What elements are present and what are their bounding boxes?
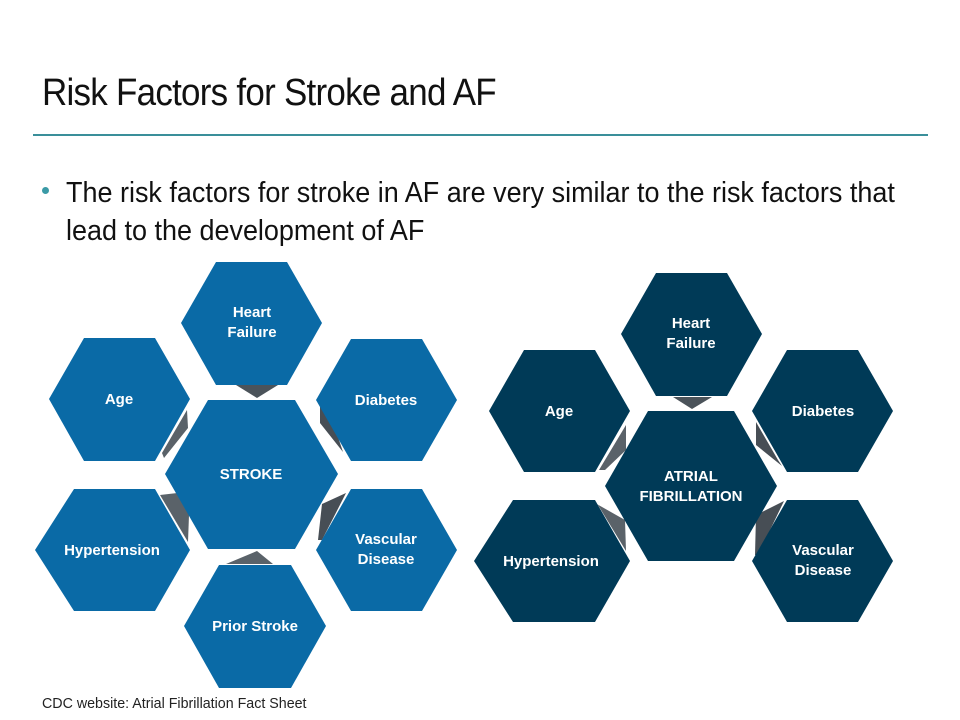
af-diagram: Heart Failure Age Diabetes ATRIAL FIBRIL… bbox=[474, 273, 893, 622]
hex-hypertension[interactable]: Hypertension bbox=[35, 489, 190, 611]
hex-label: Heart bbox=[672, 315, 710, 332]
hex-label: Heart bbox=[233, 304, 271, 321]
arrow-icon bbox=[226, 551, 273, 564]
arrow-icon bbox=[599, 425, 626, 470]
hex-label: Disease bbox=[795, 562, 852, 579]
stroke-diagram: Heart Failure Age Diabetes STROKE Hypert… bbox=[35, 262, 457, 688]
hex-heart-failure[interactable]: Heart Failure bbox=[181, 262, 322, 385]
hex-stroke-center[interactable]: STROKE bbox=[165, 400, 338, 549]
hex-label: Hypertension bbox=[64, 542, 160, 559]
arrow-icon bbox=[318, 493, 346, 540]
bullet-item: The risk factors for stroke in AF are ve… bbox=[66, 177, 895, 247]
hex-af-heart-failure[interactable]: Heart Failure bbox=[621, 273, 762, 396]
hex-label: Age bbox=[545, 403, 573, 420]
source-citation: CDC website: Atrial Fibrillation Fact Sh… bbox=[42, 695, 307, 712]
hex-label: Prior Stroke bbox=[212, 618, 298, 635]
arrow-icon bbox=[236, 385, 278, 398]
arrow-icon bbox=[756, 422, 782, 466]
hex-vascular-disease[interactable]: Vascular Disease bbox=[316, 489, 457, 611]
hex-label: Diabetes bbox=[792, 403, 855, 420]
arrow-icon bbox=[673, 397, 712, 409]
hex-label: Hypertension bbox=[503, 553, 599, 570]
hex-label: STROKE bbox=[220, 466, 283, 483]
hex-af-hypertension[interactable]: Hypertension bbox=[474, 500, 630, 622]
slide-title: Risk Factors for Stroke and AF bbox=[42, 72, 497, 114]
arrow-icon bbox=[595, 503, 626, 551]
hex-label: Failure bbox=[666, 335, 715, 352]
bullet-icon bbox=[42, 187, 49, 194]
hex-af-vascular-disease[interactable]: Vascular Disease bbox=[752, 500, 893, 622]
hex-prior-stroke[interactable]: Prior Stroke bbox=[184, 565, 326, 688]
hex-af-center[interactable]: ATRIAL FIBRILLATION bbox=[605, 411, 777, 561]
hex-label: ATRIAL bbox=[664, 468, 718, 485]
arrow-icon bbox=[162, 410, 188, 458]
hex-label: Vascular bbox=[355, 531, 417, 548]
arrow-icon bbox=[755, 501, 784, 555]
hex-label: Vascular bbox=[792, 542, 854, 559]
hex-label: Disease bbox=[358, 551, 415, 568]
hex-label: Diabetes bbox=[355, 392, 418, 409]
arrow-icon bbox=[160, 492, 189, 542]
hex-af-diabetes[interactable]: Diabetes bbox=[752, 350, 893, 472]
hex-label: FIBRILLATION bbox=[639, 488, 742, 505]
hex-af-age[interactable]: Age bbox=[489, 350, 630, 472]
hex-label: Failure bbox=[227, 324, 276, 341]
title-divider bbox=[33, 134, 928, 136]
hex-age[interactable]: Age bbox=[49, 338, 190, 461]
hex-label: Age bbox=[105, 391, 133, 408]
hex-diabetes[interactable]: Diabetes bbox=[316, 339, 457, 461]
